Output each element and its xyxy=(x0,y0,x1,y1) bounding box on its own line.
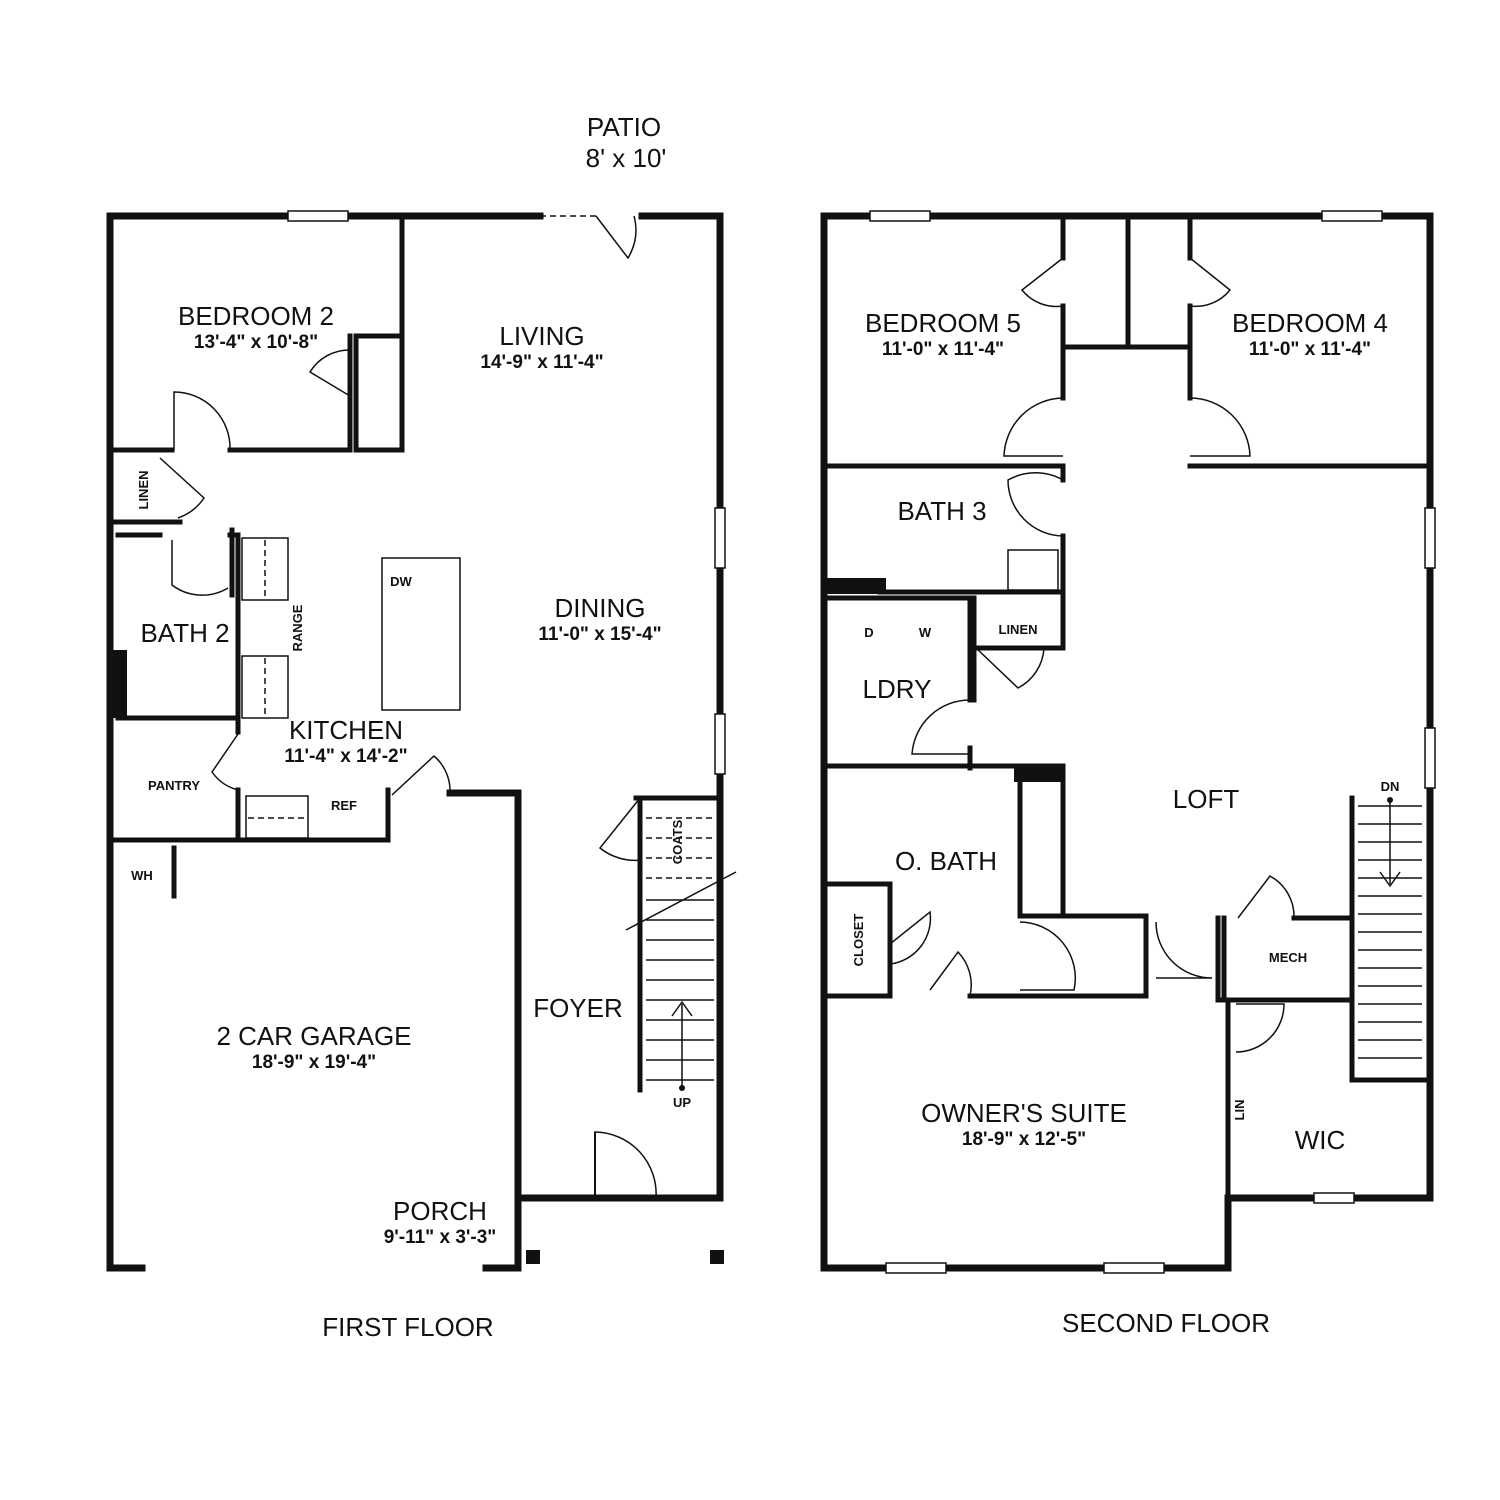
second-floor-stairs xyxy=(1358,797,1422,1059)
bedroom-4-dimensions: 11'-0" x 11'-4" xyxy=(1249,339,1371,360)
kitchen-island xyxy=(381,557,461,711)
dryer-label: D xyxy=(864,625,873,640)
wh-label: WH xyxy=(131,868,153,883)
first-floor-plan: BEDROOM 2 13'-4" x 10'-8" LIVING 14'-9" … xyxy=(106,210,737,1342)
range-label: RANGE xyxy=(290,604,305,651)
bedroom-4-label: BEDROOM 4 xyxy=(1232,308,1388,338)
range-top-burner xyxy=(241,537,289,601)
closet-label: CLOSET xyxy=(851,914,866,967)
laundry-label: LDRY xyxy=(863,674,932,704)
first-floor-windows xyxy=(287,210,726,775)
bath-2-label: BATH 2 xyxy=(140,618,229,648)
window xyxy=(714,507,726,569)
second-floor-exterior-walls xyxy=(820,212,1434,1272)
washer-label: W xyxy=(919,625,932,640)
bedroom-5-label: BEDROOM 5 xyxy=(865,308,1021,338)
bedroom-2-dimensions: 13'-4" x 10'-8" xyxy=(194,332,318,353)
linen-closet-label: LINEN xyxy=(999,622,1038,637)
first-floor-caption: FIRST FLOOR xyxy=(322,1312,493,1342)
porch-dimensions: 9'-11" x 3'-3" xyxy=(384,1227,497,1248)
owners-bath-label: O. BATH xyxy=(895,846,997,876)
garage-label: 2 CAR GARAGE xyxy=(216,1021,411,1051)
second-floor-doors xyxy=(889,257,1295,1053)
first-floor-doors xyxy=(159,215,657,1199)
second-floor-windows xyxy=(869,210,1436,1274)
dining-dimensions: 11'-0" x 15'-4" xyxy=(538,624,661,645)
dining-label: DINING xyxy=(555,593,646,623)
coats-label: COATS xyxy=(670,819,685,864)
owners-suite-label: OWNER'S SUITE xyxy=(921,1098,1127,1128)
first-floor-interior-walls xyxy=(107,213,724,1264)
kitchen-label: KITCHEN xyxy=(289,715,403,745)
first-floor-exterior-walls xyxy=(106,212,724,1272)
first-floor-stairs xyxy=(625,817,737,1091)
kitchen-dimensions: 11'-4" x 14'-2" xyxy=(284,746,407,767)
patio-label: PATIO xyxy=(587,112,661,142)
living-label: LIVING xyxy=(499,321,584,351)
wic-label: WIC xyxy=(1295,1125,1346,1155)
owners-suite-dimensions: 18'-9" x 12'-5" xyxy=(962,1129,1086,1150)
second-floor-caption: SECOND FLOOR xyxy=(1062,1308,1270,1338)
second-floor-labels: BEDROOM 5 11'-0" x 11'-4" BEDROOM 4 11'-… xyxy=(851,308,1399,1155)
kitchen-fixtures xyxy=(241,537,461,839)
garage-dimensions: 18'-9" x 19'-4" xyxy=(252,1052,376,1073)
range-bottom-burner xyxy=(241,655,289,719)
loft-label: LOFT xyxy=(1173,784,1240,814)
mech-label: MECH xyxy=(1269,950,1307,965)
first-floor-labels: BEDROOM 2 13'-4" x 10'-8" LIVING 14'-9" … xyxy=(131,301,691,1248)
window xyxy=(885,1262,947,1274)
porch-label: PORCH xyxy=(393,1196,487,1226)
refrigerator xyxy=(245,795,309,839)
bedroom-2-label: BEDROOM 2 xyxy=(178,301,334,331)
window xyxy=(714,713,726,775)
second-floor-plan: D W BEDROOM 5 11'-0" x 11'-4" BEDROOM 4 … xyxy=(820,210,1436,1338)
linen-label: LINEN xyxy=(136,471,151,510)
window xyxy=(1424,507,1436,569)
second-floor-interior-walls xyxy=(823,213,1431,1201)
window xyxy=(1321,210,1383,222)
bath-3-vanity xyxy=(1007,549,1059,591)
window xyxy=(1424,727,1436,789)
patio-dimensions: 8' x 10' xyxy=(586,143,667,173)
bath-3-label: BATH 3 xyxy=(897,496,986,526)
stair-up-label: UP xyxy=(673,1095,691,1110)
stair-down-label: DN xyxy=(1381,779,1400,794)
foyer-label: FOYER xyxy=(533,993,623,1023)
dw-label: DW xyxy=(390,574,412,589)
ref-label: REF xyxy=(331,798,357,813)
window xyxy=(1103,1262,1165,1274)
bedroom-5-dimensions: 11'-0" x 11'-4" xyxy=(882,339,1004,360)
window xyxy=(1313,1192,1355,1204)
window xyxy=(287,210,349,222)
living-dimensions: 14'-9" x 11'-4" xyxy=(480,352,603,373)
lin-label: LIN xyxy=(1232,1100,1247,1121)
window xyxy=(869,210,931,222)
pantry-label: PANTRY xyxy=(148,778,200,793)
